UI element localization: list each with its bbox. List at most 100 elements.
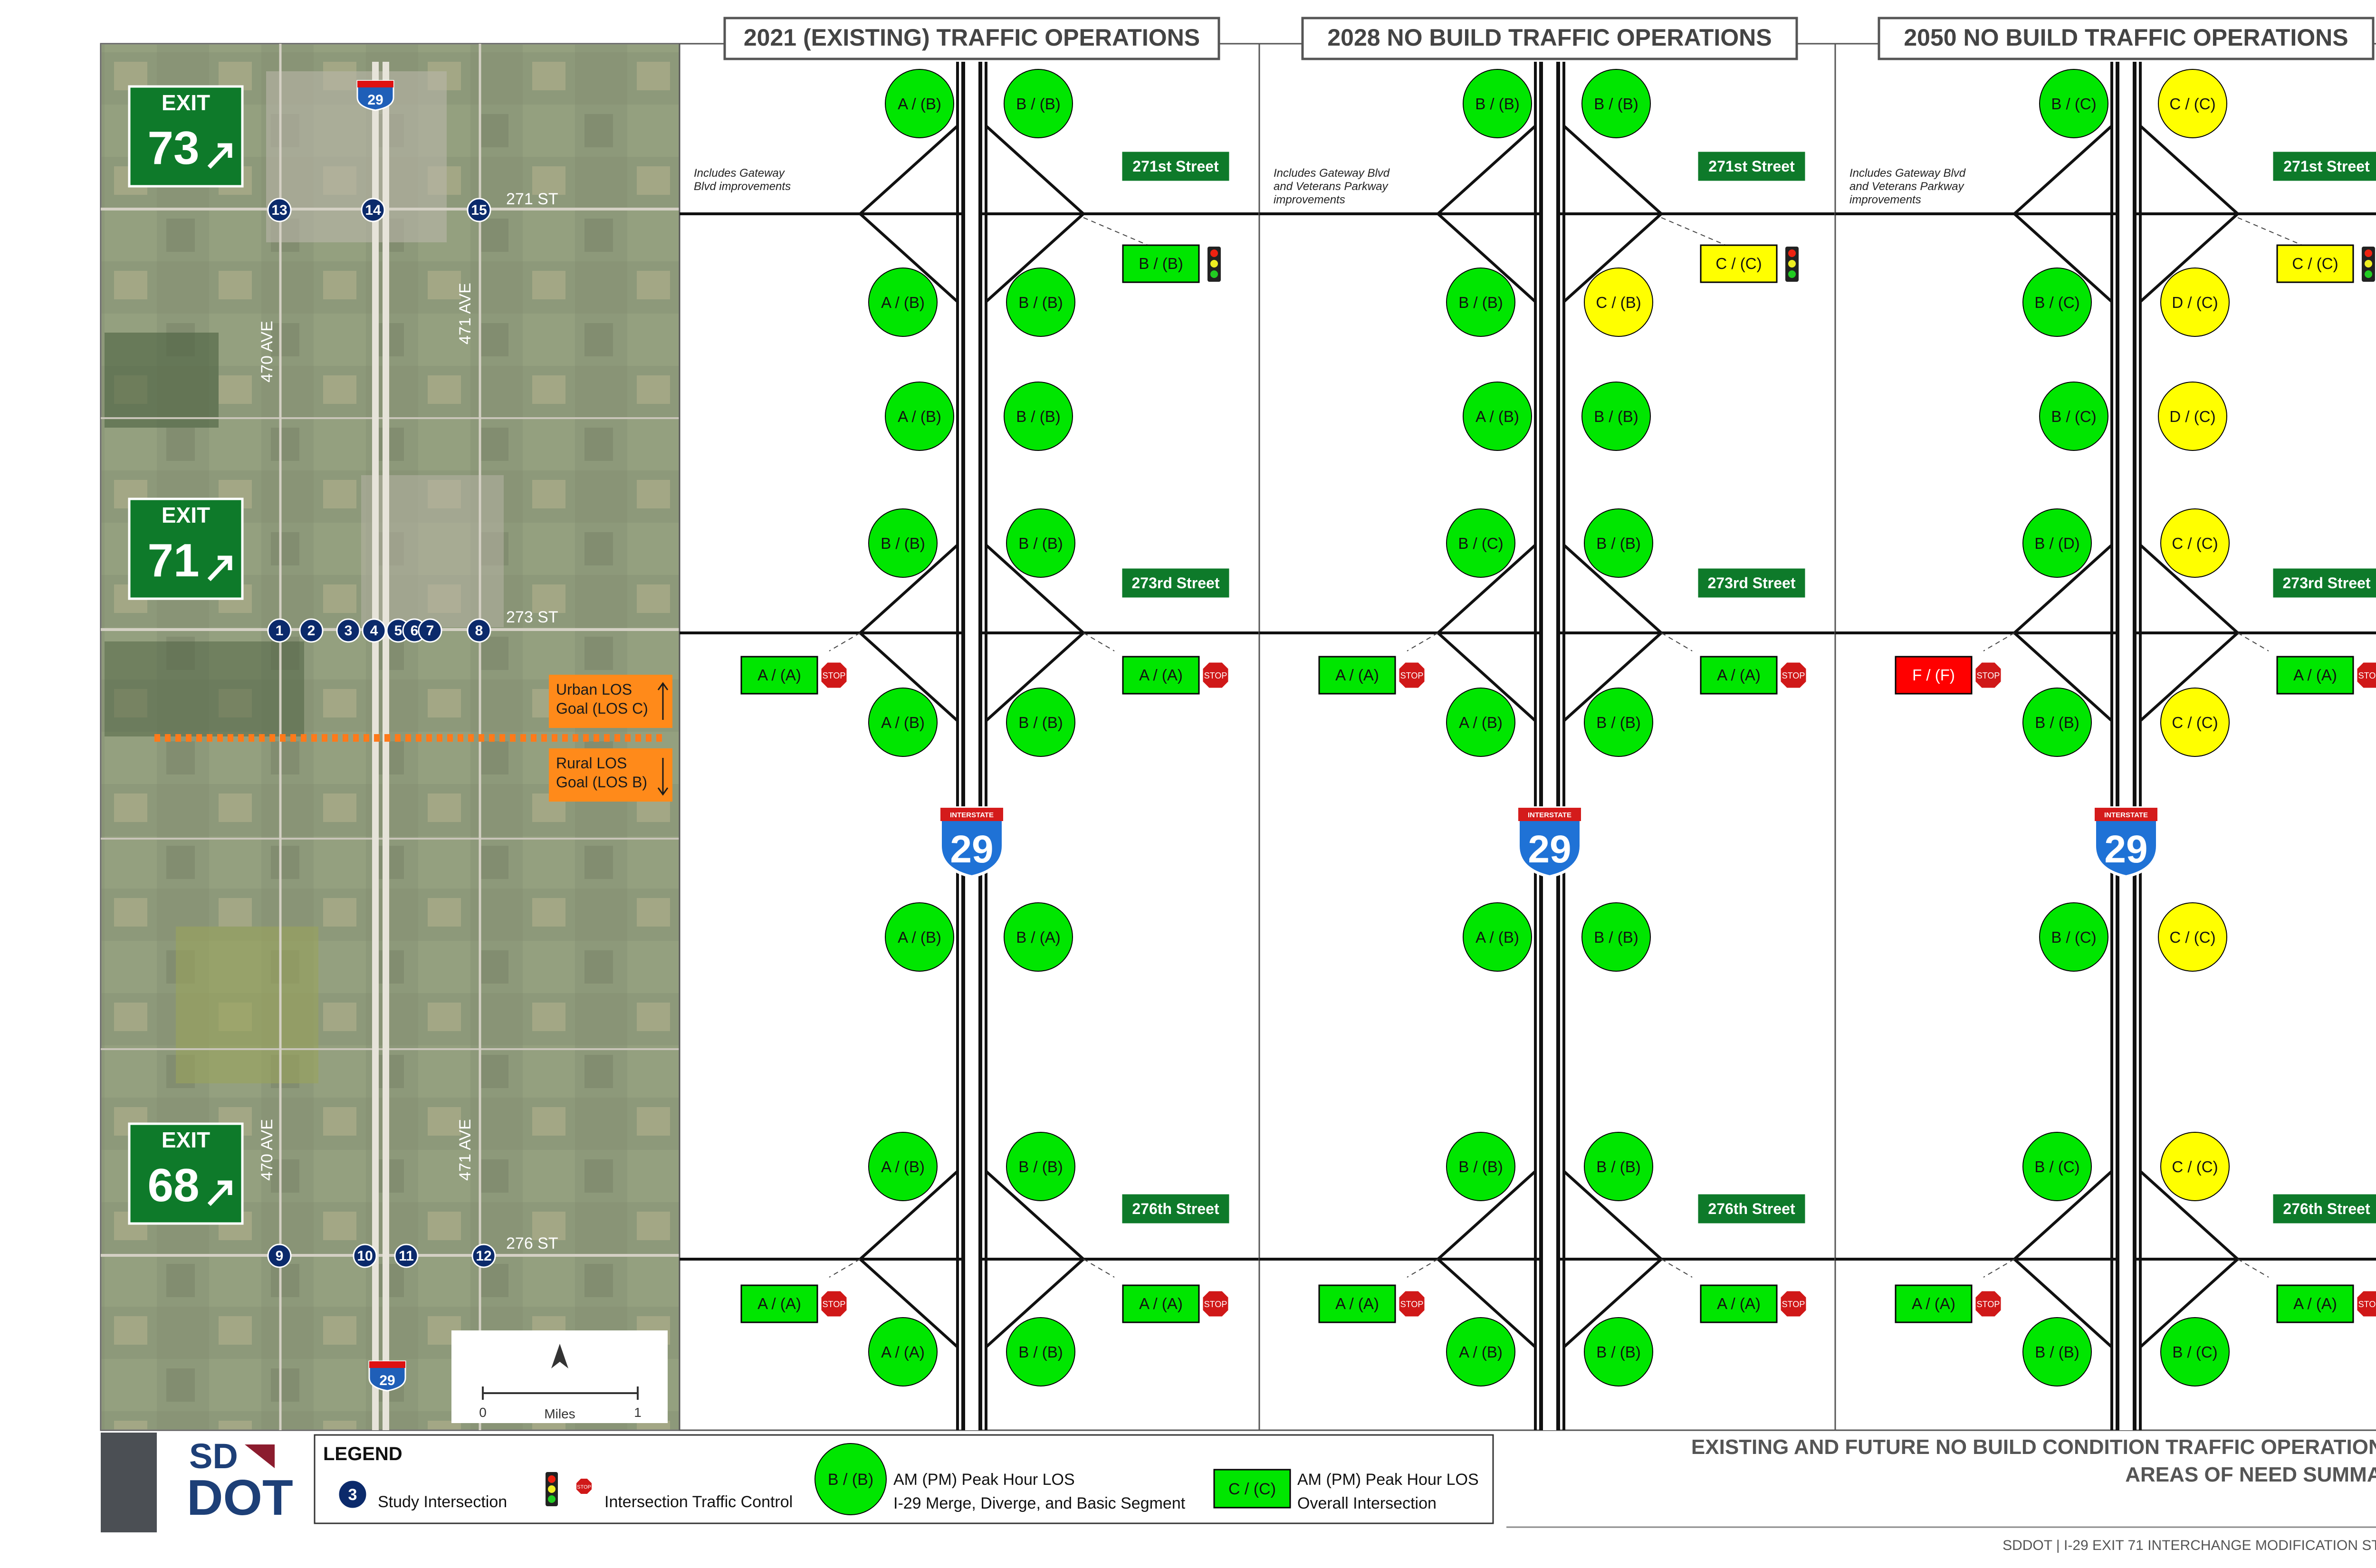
intersection-los-label: A / (A) xyxy=(1335,1295,1379,1312)
svg-text:470 AVE: 470 AVE xyxy=(258,1119,276,1181)
intersection-los-label: A / (A) xyxy=(1912,1295,1955,1312)
svg-text:STOP: STOP xyxy=(1204,1300,1227,1309)
summary-title-line2: AREAS OF NEED SUMMARY xyxy=(2125,1463,2376,1486)
segment-los-label: B / (B) xyxy=(1594,95,1638,113)
svg-text:3: 3 xyxy=(345,623,353,639)
summary-title-line1: EXISTING AND FUTURE NO BUILD CONDITION T… xyxy=(1691,1435,2376,1459)
intersection-2: 2 xyxy=(300,619,323,642)
urban-los-goal-box: Urban LOS Goal (LOS C) xyxy=(549,675,672,728)
intersection-los-label: A / (A) xyxy=(2293,666,2337,684)
segment-los-label: B / (B) xyxy=(1596,1343,1641,1361)
panel-title: 2028 NO BUILD TRAFFIC OPERATIONS xyxy=(1327,24,1772,51)
panel-2: 2050 NO BUILD TRAFFIC OPERATIONSIncludes… xyxy=(1835,0,2376,1430)
panel-note: improvements xyxy=(1274,193,1345,206)
intersection-los-label: B / (B) xyxy=(1139,255,1183,272)
segment-los-label: B / (C) xyxy=(2172,1343,2217,1361)
svg-text:12: 12 xyxy=(476,1248,491,1264)
svg-text:Rural LOS: Rural LOS xyxy=(556,755,627,772)
stop-sign-icon: STOP xyxy=(821,1291,847,1317)
stop-sign-icon: STOP xyxy=(1780,1291,1807,1317)
intersection-7: 7 xyxy=(419,619,441,642)
street-label-text: 276th Street xyxy=(1708,1200,1795,1217)
svg-text:Overall Intersection: Overall Intersection xyxy=(1297,1494,1437,1512)
street-label-text: 271st Street xyxy=(1708,158,1795,175)
intersection-los-label: A / (A) xyxy=(1717,1295,1761,1312)
exit-73-sign: EXIT 73 xyxy=(129,86,242,186)
svg-text:AM (PM) Peak Hour LOS: AM (PM) Peak Hour LOS xyxy=(1297,1471,1479,1489)
svg-text:STOP: STOP xyxy=(1782,671,1805,680)
svg-text:273 ST: 273 ST xyxy=(506,608,558,626)
segment-los-label: A / (B) xyxy=(1475,928,1519,946)
segment-los-label: B / (D) xyxy=(2034,535,2079,552)
segment-los-label: B / (B) xyxy=(1596,714,1641,731)
street-label-text: 273rd Street xyxy=(2283,574,2371,592)
segment-los-label: B / (B) xyxy=(1018,1343,1063,1361)
svg-text:470 AVE: 470 AVE xyxy=(258,321,276,382)
segment-los-label: B / (B) xyxy=(1018,535,1063,552)
svg-text:4: 4 xyxy=(370,623,378,639)
segment-los-label: C / (C) xyxy=(2169,928,2215,946)
intersection-los-label: A / (A) xyxy=(757,666,801,684)
intersection-los-label: A / (A) xyxy=(1139,666,1183,684)
stop-sign-icon: STOP xyxy=(2357,662,2376,688)
segment-los-label: B / (B) xyxy=(1596,1158,1641,1176)
intersection-4: 4 xyxy=(363,619,385,642)
panel-note: and Veterans Parkway xyxy=(1274,180,1389,193)
segment-los-label: B / (C) xyxy=(2051,95,2096,113)
intersection-3: 3 xyxy=(337,619,360,642)
svg-text:1: 1 xyxy=(634,1405,642,1420)
panel-note: Blvd improvements xyxy=(694,180,791,193)
svg-text:68: 68 xyxy=(147,1159,199,1211)
svg-text:14: 14 xyxy=(365,202,381,218)
legend-area: SD DOT LEGEND 3 Study Intersection STOP … xyxy=(101,1433,2376,1553)
svg-text:9: 9 xyxy=(276,1248,284,1264)
svg-text:EXIT: EXIT xyxy=(162,1128,210,1152)
panel-note: Includes Gateway Blvd xyxy=(1849,167,1966,180)
stop-sign-icon: STOP xyxy=(1780,662,1807,688)
segment-los-label: C / (C) xyxy=(2169,95,2215,113)
svg-text:Intersection Traffic Control: Intersection Traffic Control xyxy=(604,1493,793,1511)
intersection-9: 9 xyxy=(268,1244,291,1267)
svg-text:11: 11 xyxy=(399,1248,414,1264)
svg-text:29: 29 xyxy=(2104,828,2147,871)
svg-text:C / (C): C / (C) xyxy=(1228,1480,1276,1498)
segment-los-label: B / (B) xyxy=(2035,1343,2079,1361)
intersection-1: 1 xyxy=(268,619,291,642)
svg-text:STOP: STOP xyxy=(2358,671,2376,680)
segment-los-label: B / (A) xyxy=(1016,928,1061,946)
segment-los-label: B / (B) xyxy=(1594,928,1638,946)
stop-sign-icon: STOP xyxy=(1975,1291,2002,1317)
segment-los-label: C / (B) xyxy=(1596,294,1641,311)
svg-text:STOP: STOP xyxy=(2358,1300,2376,1309)
intersection-8: 8 xyxy=(468,619,490,642)
stop-sign-icon: STOP xyxy=(1202,662,1229,688)
svg-text:29: 29 xyxy=(1528,828,1571,871)
svg-text:0: 0 xyxy=(479,1405,487,1420)
svg-text:6: 6 xyxy=(411,623,419,639)
street-label-text: 271st Street xyxy=(2283,158,2370,175)
svg-text:STOP: STOP xyxy=(1977,1300,2000,1309)
stop-sign-icon: STOP xyxy=(1399,662,1425,688)
exit-71-sign: EXIT 71 xyxy=(129,499,242,599)
segment-los-label: D / (C) xyxy=(2169,408,2215,425)
svg-text:DOT: DOT xyxy=(187,1470,293,1526)
segment-los-label: B / (B) xyxy=(1596,535,1641,552)
segment-los-label: C / (C) xyxy=(2172,535,2218,552)
intersection-los-label: A / (A) xyxy=(1139,1295,1183,1312)
svg-text:EXIT: EXIT xyxy=(162,503,210,527)
segment-los-label: A / (B) xyxy=(898,95,941,113)
segment-los-label: B / (B) xyxy=(1018,294,1063,311)
stop-sign-icon: STOP xyxy=(576,1478,592,1494)
svg-text:STOP: STOP xyxy=(1400,1300,1424,1309)
sddot-logo: SD DOT xyxy=(187,1436,293,1526)
segment-los-label: B / (B) xyxy=(1458,1158,1503,1176)
svg-text:Goal (LOS B): Goal (LOS B) xyxy=(556,774,647,791)
traffic-signal-icon xyxy=(1785,247,1799,282)
segment-los-label: A / (B) xyxy=(881,1158,925,1176)
interstate-29-shield: INTERSTATE29 xyxy=(940,808,1003,877)
segment-los-label: B / (B) xyxy=(1016,95,1061,113)
svg-text:STOP: STOP xyxy=(577,1484,591,1490)
panel-note: Includes Gateway xyxy=(694,167,786,180)
intersection-los-label: C / (C) xyxy=(2292,255,2338,272)
